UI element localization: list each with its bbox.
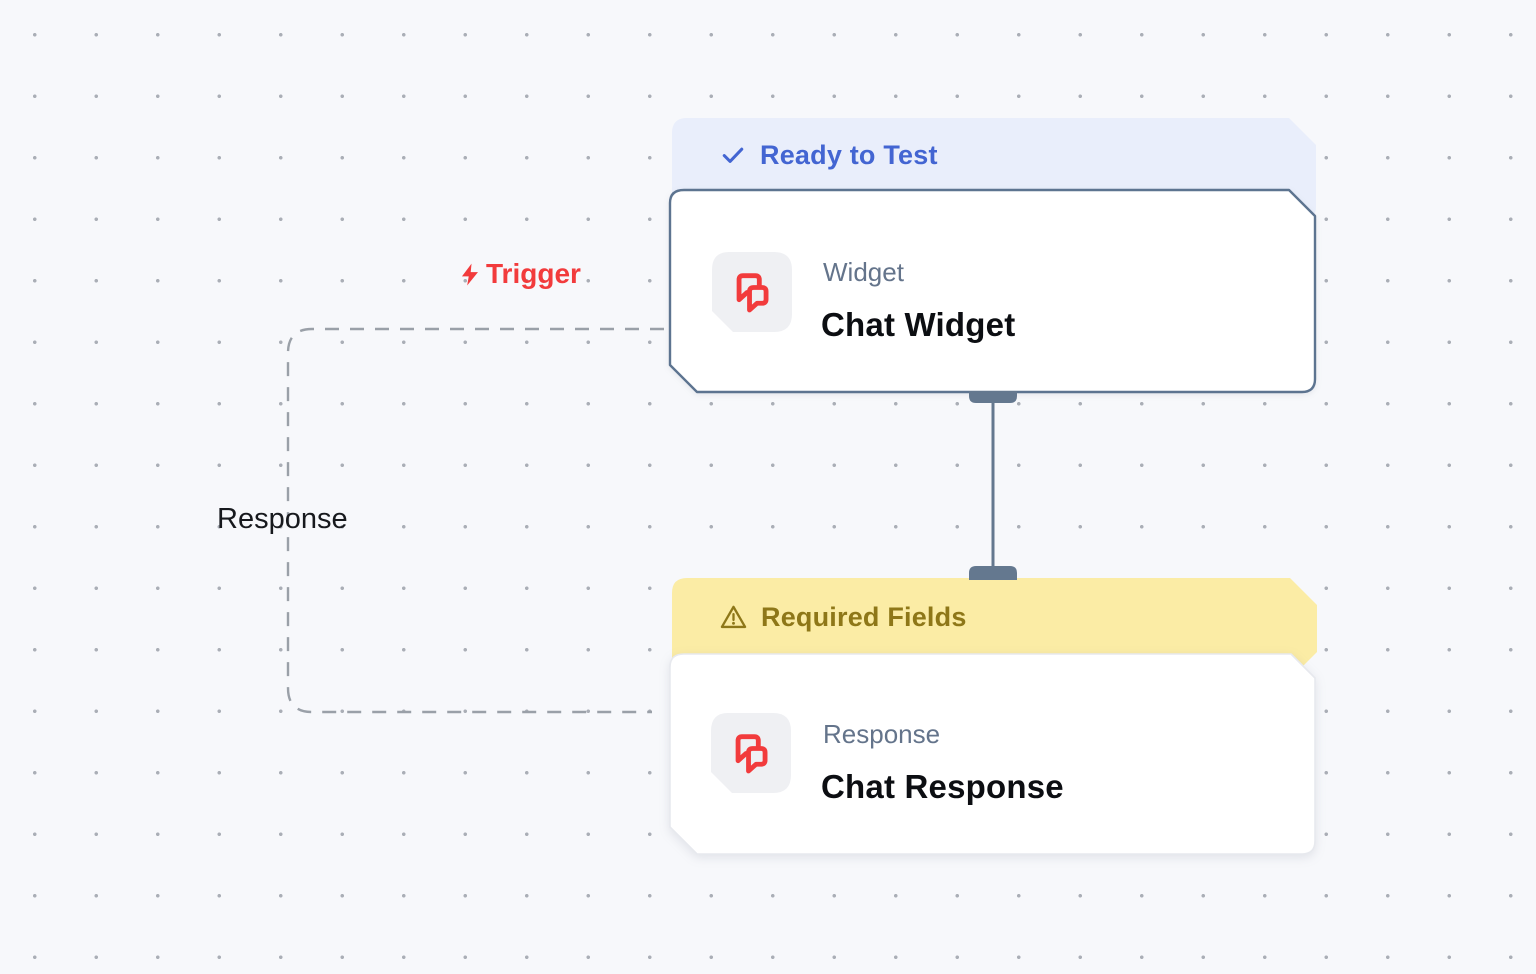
chat-widget-type-label: Widget	[823, 257, 904, 287]
chat-response-node-icon	[711, 713, 791, 793]
trigger-edge-label-text: Trigger	[486, 258, 581, 289]
status-badge-label: Ready to Test	[760, 139, 938, 170]
chat-bubbles-icon	[724, 726, 778, 780]
chat-response-status-banner-bg	[672, 578, 1317, 676]
chat-response-title: Chat Response	[821, 768, 1064, 805]
chat-widget-node-icon	[712, 252, 792, 332]
chat-widget-card-bg[interactable]	[668, 188, 1317, 394]
chat-response-type-label: Response	[823, 719, 941, 749]
chat-widget-output-port[interactable]	[969, 391, 1017, 403]
check-icon	[722, 147, 744, 163]
lightning-icon	[461, 263, 478, 285]
status-badge-label: Required Fields	[761, 601, 967, 632]
chat-response-input-port[interactable]	[969, 566, 1017, 580]
chat-widget-title: Chat Widget	[821, 306, 1016, 343]
trigger-edge-label: Trigger	[458, 258, 581, 290]
warning-icon	[720, 605, 747, 628]
status-badge-ready-to-test: Ready to Test	[672, 118, 1316, 192]
chat-bubbles-icon	[725, 265, 779, 319]
edge-response-dashed-line[interactable]	[286, 327, 664, 714]
chat-response-card-bg[interactable]	[669, 653, 1316, 855]
status-badge-required-fields: Required Fields	[672, 578, 1317, 656]
response-edge-label: Response	[217, 503, 348, 535]
